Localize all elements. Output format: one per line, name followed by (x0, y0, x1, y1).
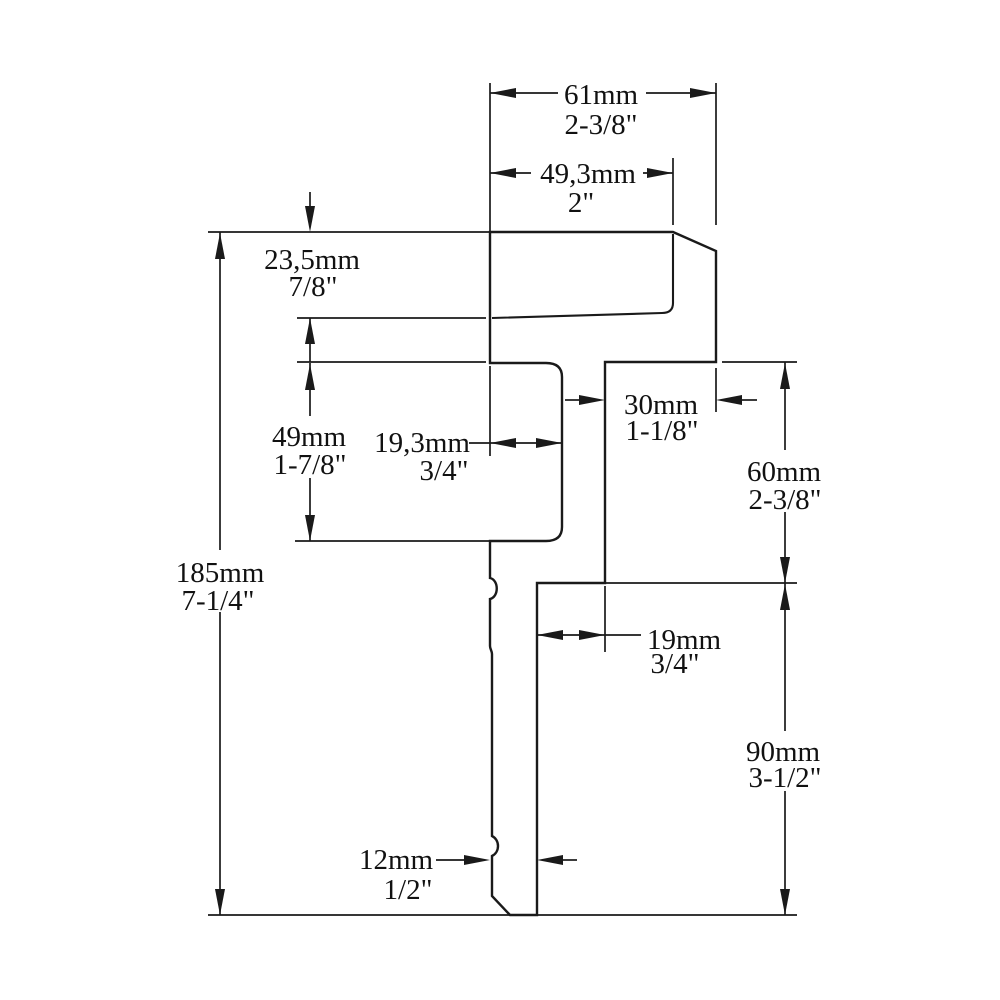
label-top-width-mm: 61mm (564, 79, 639, 111)
label-top-thickness-inch: 7/8" (289, 271, 338, 303)
arrowhead-up-icon (215, 233, 225, 259)
dim-boss-height (266, 363, 356, 541)
label-top-width-inch: 2-3/8" (564, 109, 637, 141)
dim-top-thickness (305, 192, 315, 362)
arrowhead-right-icon (690, 88, 716, 98)
arrowhead-left-icon (537, 855, 563, 865)
profile-outline (488, 230, 718, 917)
dim-boss-width (469, 438, 562, 448)
label-boss-width-mm: 19,3mm (374, 427, 470, 459)
label-total-height-inch: 7-1/4" (181, 585, 254, 617)
arrowhead-left-icon (716, 395, 742, 405)
arrowhead-left-icon (537, 630, 563, 640)
label-top-inner-width-mm: 49,3mm (540, 158, 636, 190)
label-web-offset-mm: 19mm (647, 624, 722, 656)
label-mask (740, 731, 830, 791)
label-boss-width-inch: 3/4" (420, 455, 469, 487)
label-total-height-mm: 185mm (176, 557, 265, 589)
label-step-width-mm: 30mm (624, 389, 699, 421)
arrowhead-right-icon (579, 395, 605, 405)
label-mask (531, 159, 643, 188)
profile-inner-edge (491, 234, 675, 320)
arrowhead-up-icon (305, 364, 315, 390)
dim-step-height (740, 362, 830, 583)
label-top-inner-width-inch: 2" (568, 187, 594, 219)
label-step-height-inch: 2-3/8" (748, 484, 821, 516)
label-bottom-height-mm: 90mm (746, 736, 821, 768)
dim-top-width (490, 79, 716, 109)
dim-top-inner-width (490, 159, 673, 188)
arrowhead-down-icon (780, 889, 790, 915)
arrowhead-up-icon (305, 318, 315, 344)
label-mask (558, 79, 646, 109)
arrowhead-down-icon (305, 206, 315, 232)
arrowhead-right-icon (464, 855, 490, 865)
arrowhead-down-icon (780, 557, 790, 583)
label-mask (266, 416, 356, 478)
arrowhead-left-icon (490, 168, 516, 178)
label-web-offset-inch: 3/4" (651, 648, 700, 680)
dim-web-offset (537, 630, 641, 640)
label-step-height-mm: 60mm (747, 456, 822, 488)
arrowhead-down-icon (305, 515, 315, 541)
arrowhead-right-icon (647, 168, 673, 178)
label-web-thickness-inch: 1/2" (384, 874, 433, 906)
label-step-width-inch: 1-1/8" (625, 415, 698, 447)
label-mask (740, 450, 830, 512)
label-boss-height-inch: 1-7/8" (273, 449, 346, 481)
arrowhead-right-icon (536, 438, 562, 448)
arrowhead-right-icon (579, 630, 605, 640)
arrowhead-up-icon (780, 363, 790, 389)
dim-bottom-height (740, 583, 830, 915)
label-mask (168, 550, 272, 612)
arrowhead-left-icon (490, 88, 516, 98)
arrowhead-up-icon (780, 584, 790, 610)
label-top-thickness-mm: 23,5mm (264, 244, 360, 276)
label-boss-height-mm: 49mm (272, 421, 347, 453)
label-web-thickness-mm: 12mm (359, 844, 434, 876)
dimension-labels: 61mm 2-3/8" 49,3mm 2" 23,5mm 7/8" 49mm 1… (176, 79, 822, 906)
extension-lines (208, 83, 797, 916)
arrowhead-left-icon (490, 438, 516, 448)
dim-total-height (168, 232, 272, 915)
label-bottom-height-inch: 3-1/2" (748, 762, 821, 794)
arrowhead-down-icon (215, 889, 225, 915)
dim-web-thickness (436, 855, 577, 865)
dim-step-width (565, 395, 757, 405)
